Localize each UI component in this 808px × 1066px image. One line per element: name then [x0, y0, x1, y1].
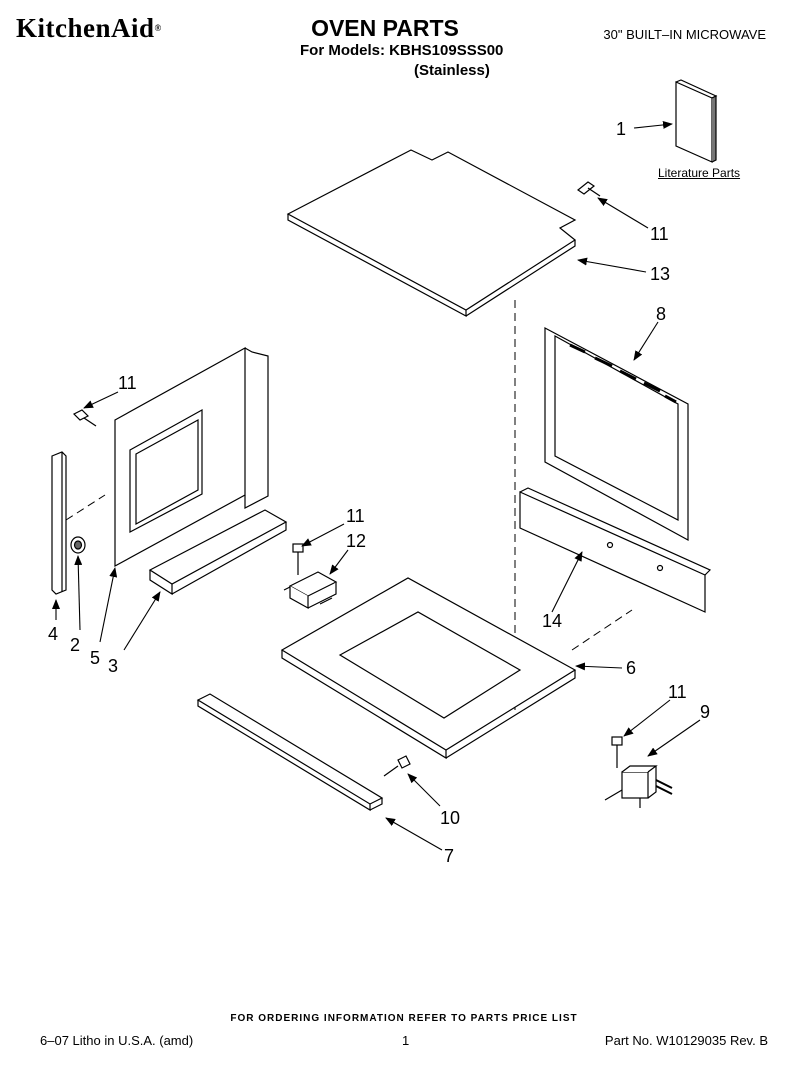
- registered-mark: ®: [154, 23, 162, 33]
- callout-11-right: 11: [668, 682, 687, 702]
- callout-6: 6: [626, 658, 636, 678]
- part-literature-booklet: [675, 79, 718, 163]
- callout-13: 13: [650, 264, 670, 284]
- screw-bottom: [383, 755, 411, 777]
- part-left-side-panel: [114, 346, 269, 568]
- ordering-info: FOR ORDERING INFORMATION REFER TO PARTS …: [230, 1013, 578, 1024]
- leader-lines: [52, 120, 701, 851]
- screw-top: [576, 181, 601, 197]
- brand-name: KitchenAid: [16, 13, 155, 43]
- callout-1: 1: [616, 119, 626, 139]
- brand-logo: KitchenAid®: [16, 13, 162, 44]
- page-number: 1: [402, 1033, 410, 1048]
- callout-4: 4: [48, 624, 58, 644]
- callout-2: 2: [70, 635, 80, 655]
- model-variant: (Stainless): [414, 62, 490, 79]
- part-bottom-panel: [280, 577, 577, 760]
- callout-5: 5: [90, 648, 100, 668]
- literature-parts-label: Literature Parts: [658, 166, 741, 180]
- callout-9: 9: [700, 702, 710, 722]
- part-transformer: [604, 765, 673, 808]
- part-hinge-strip: [51, 451, 67, 595]
- part-bumper: [70, 536, 86, 554]
- callout-10: 10: [440, 808, 460, 828]
- callout-11-left: 11: [118, 373, 137, 393]
- litho-info: 6–07 Litho in U.S.A. (amd): [40, 1033, 194, 1048]
- part-number: Part No. W10129035 Rev. B: [604, 1033, 768, 1048]
- callout-11-mid: 11: [346, 506, 365, 526]
- product-category: 30" BUILT–IN MICROWAVE: [603, 27, 766, 42]
- part-right-side-panel: [544, 327, 689, 542]
- part-top-panel: [286, 149, 577, 318]
- part-component-box: [283, 571, 338, 610]
- screw-mid: [292, 543, 304, 575]
- callout-11-top: 11: [650, 224, 669, 244]
- callout-14: 14: [542, 611, 562, 631]
- page-title: OVEN PARTS: [311, 15, 459, 41]
- screw-left: [72, 409, 97, 427]
- callout-8: 8: [656, 304, 666, 324]
- screw-right: [611, 736, 623, 768]
- callout-3: 3: [108, 656, 118, 676]
- callout-12: 12: [346, 531, 366, 551]
- part-bracket: [148, 509, 288, 596]
- model-number: For Models: KBHS109SSS00: [300, 42, 504, 59]
- callout-7: 7: [444, 846, 454, 866]
- part-front-trim: [196, 693, 384, 812]
- part-bottom-rail: [519, 487, 712, 613]
